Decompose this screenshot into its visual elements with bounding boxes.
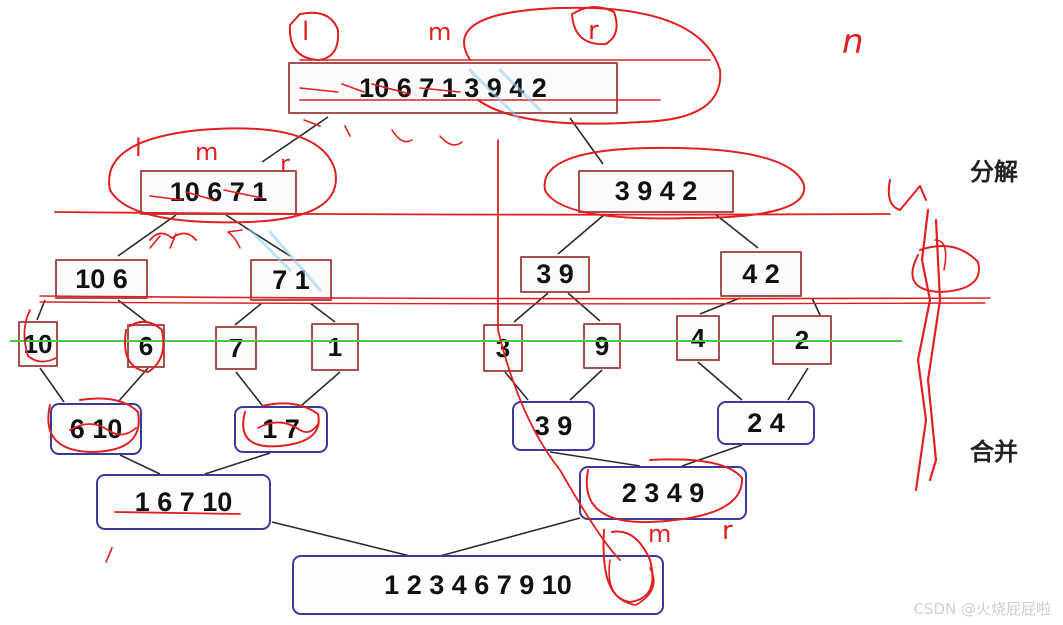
handwritten-r-top: r bbox=[588, 16, 599, 46]
arrow-squiggle-1 bbox=[149, 232, 197, 241]
connector-line-18 bbox=[301, 371, 341, 406]
split-leaf-4-box: 4 bbox=[676, 315, 720, 361]
tick-below-quad bbox=[105, 547, 113, 563]
handwritten-r-second: r bbox=[280, 150, 290, 178]
merge-pair-1-7-box: 1 7 bbox=[234, 406, 328, 453]
connector-line-3 bbox=[117, 214, 177, 257]
split-leaf-3-box: 3 bbox=[483, 324, 523, 372]
red-line-l2b bbox=[39, 301, 986, 305]
connector-line-19 bbox=[504, 371, 529, 401]
connector-line-13 bbox=[699, 297, 741, 315]
merge-pair-3-9-box: 3 9 bbox=[512, 401, 595, 451]
circle-n-side bbox=[911, 245, 980, 293]
connector-line-4 bbox=[225, 214, 291, 257]
connector-line-26 bbox=[681, 444, 743, 467]
connector-line-2 bbox=[569, 117, 604, 165]
connector-line-21 bbox=[697, 361, 743, 401]
red-vertical-tip bbox=[934, 239, 947, 271]
connector-line-27 bbox=[271, 521, 411, 557]
merge-quad-right-box: 2 3 4 9 bbox=[579, 466, 747, 520]
merge-result-box: 1 2 3 4 6 7 9 10 bbox=[292, 555, 664, 615]
handwritten-r-bottom: r bbox=[722, 516, 733, 546]
handwritten-index-marks bbox=[303, 119, 463, 146]
connector-line-6 bbox=[714, 213, 759, 249]
split-leaf-2-box: 2 bbox=[772, 315, 832, 365]
split-root-box: 10 6 7 1 3 9 4 2 bbox=[288, 62, 618, 114]
connector-line-15 bbox=[39, 367, 65, 403]
connector-line-10 bbox=[309, 302, 336, 323]
red-line-l2 bbox=[39, 295, 991, 300]
split-leaf-1-box: 1 bbox=[311, 323, 359, 371]
connector-line-1 bbox=[261, 116, 329, 163]
connector-line-24 bbox=[204, 452, 271, 475]
handwritten-m-bottom: m bbox=[648, 520, 672, 548]
connector-line-12 bbox=[567, 292, 601, 322]
handwritten-n-mid bbox=[887, 179, 927, 211]
handwritten-l-top: l bbox=[302, 17, 310, 47]
connector-line-23 bbox=[119, 454, 161, 475]
watermark: CSDN @火烧屁屁啦 bbox=[913, 600, 1051, 618]
connector-line-9 bbox=[234, 302, 263, 326]
circle-l-top bbox=[288, 11, 340, 61]
split-pair-3-9-box: 3 9 bbox=[520, 256, 590, 293]
split-pair-10-6-box: 10 6 bbox=[55, 259, 148, 299]
connector-line-22 bbox=[787, 367, 809, 401]
connector-line-16 bbox=[117, 367, 149, 403]
split-leaf-7-box: 7 bbox=[215, 326, 257, 370]
connector-line-20 bbox=[569, 369, 603, 401]
split-left-half-box: 10 6 7 1 bbox=[140, 170, 297, 215]
merge-quad-left-box: 1 6 7 10 bbox=[96, 474, 271, 530]
connector-line-7 bbox=[36, 299, 46, 321]
split-phase-label: 分解 bbox=[970, 158, 1018, 186]
handwritten-l-second: l bbox=[135, 134, 142, 162]
red-vertical-scribble bbox=[914, 208, 942, 492]
handwritten-m-second: m bbox=[195, 138, 219, 166]
merge-pair-6-10-box: 6 10 bbox=[50, 403, 142, 455]
connector-line-17 bbox=[235, 371, 263, 406]
merge-pair-2-4-box: 2 4 bbox=[717, 401, 815, 445]
handwritten-n-top: n bbox=[842, 22, 864, 62]
split-leaf-6-box: 6 bbox=[127, 324, 165, 368]
split-pair-7-1-box: 7 1 bbox=[250, 259, 332, 301]
handwritten-m-top: m bbox=[428, 18, 452, 46]
arrow-heads-1 bbox=[149, 233, 177, 249]
split-leaf-9-box: 9 bbox=[583, 323, 621, 369]
connector-line-8 bbox=[117, 299, 149, 324]
connector-line-5 bbox=[557, 213, 606, 255]
merge-phase-label: 合并 bbox=[970, 438, 1018, 466]
split-right-half-box: 3 9 4 2 bbox=[578, 170, 734, 213]
connector-line-25 bbox=[549, 451, 641, 467]
connector-line-14 bbox=[811, 297, 821, 316]
arrow-small bbox=[227, 229, 243, 249]
connector-line-11 bbox=[513, 292, 549, 323]
split-leaf-10-box: 10 bbox=[18, 321, 58, 367]
split-pair-4-2-box: 4 2 bbox=[720, 251, 802, 297]
connector-line-28 bbox=[439, 517, 581, 557]
